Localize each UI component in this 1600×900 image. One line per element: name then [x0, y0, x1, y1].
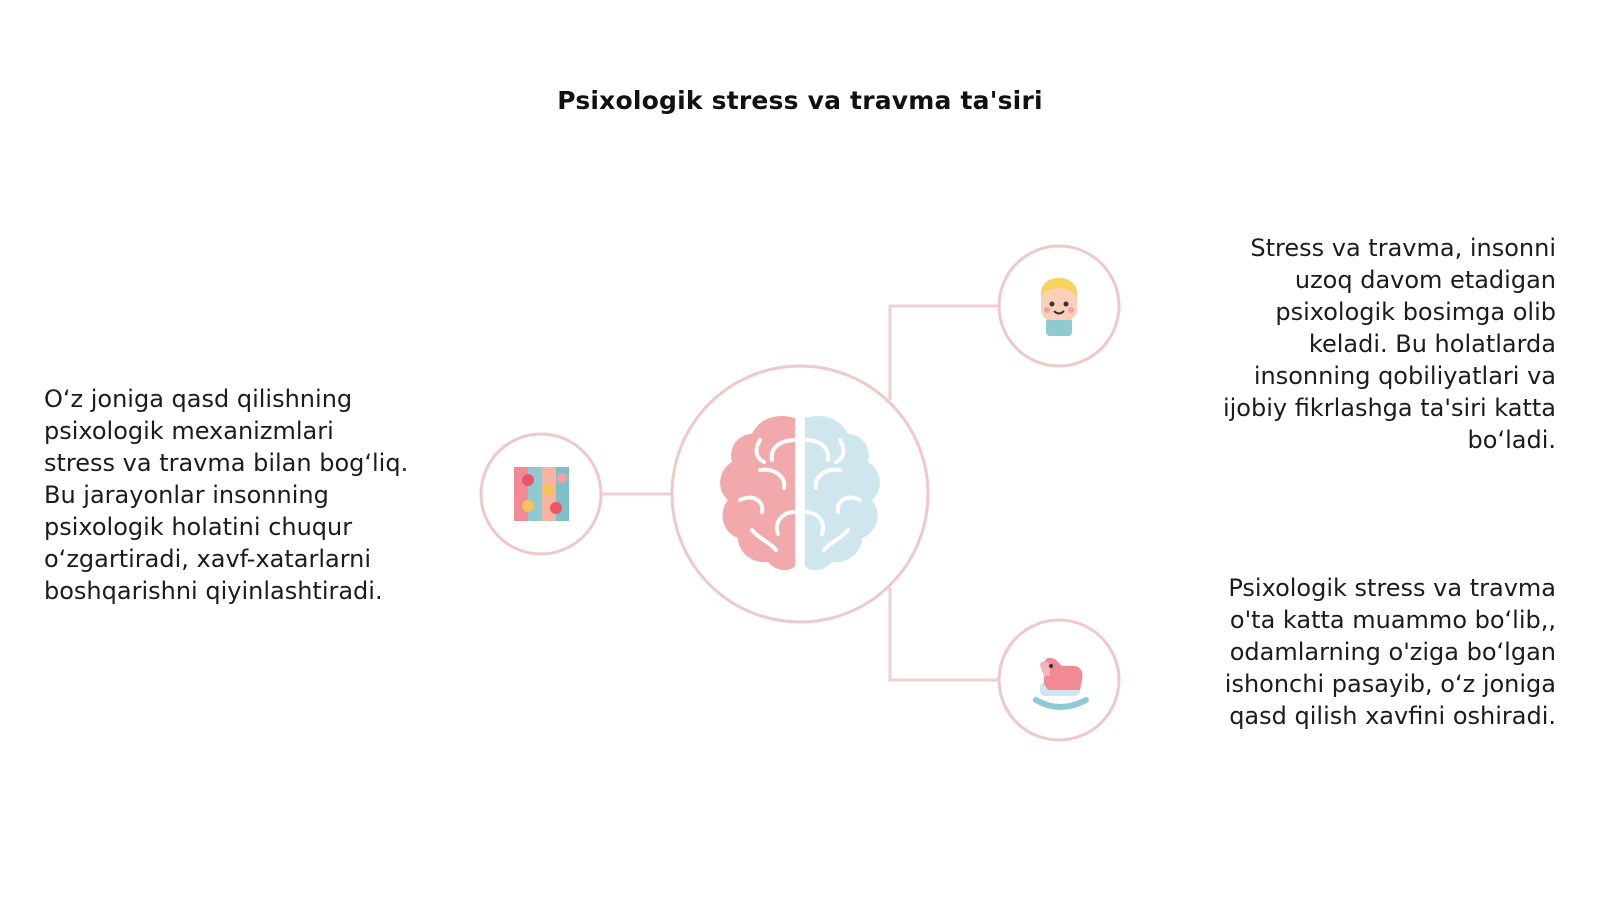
node-bottom-right-text: Psixologik stress va travma o'ta katta m…: [1224, 574, 1556, 730]
connectors: [602, 304, 998, 682]
page-title: Psixologik stress va travma ta'siri: [557, 86, 1043, 115]
node-top-right: [997, 244, 1121, 368]
rocking-horse-icon: [1033, 657, 1089, 710]
central-ring: [670, 364, 930, 624]
child-face-icon: [1041, 278, 1077, 336]
puzzle-icon: [514, 467, 569, 521]
node-left-text: O‘z joniga qasd qilishning psixologik me…: [44, 385, 409, 605]
connector-top-right: [888, 304, 998, 400]
brain-icon: [720, 415, 880, 571]
node-top-right-text: Stress va travma, insonni uzoq davom eta…: [1222, 234, 1556, 454]
connector-bottom-right: [888, 588, 998, 682]
node-bottom-right: [997, 618, 1121, 742]
central-node: [670, 364, 930, 624]
node-left: [479, 432, 603, 556]
